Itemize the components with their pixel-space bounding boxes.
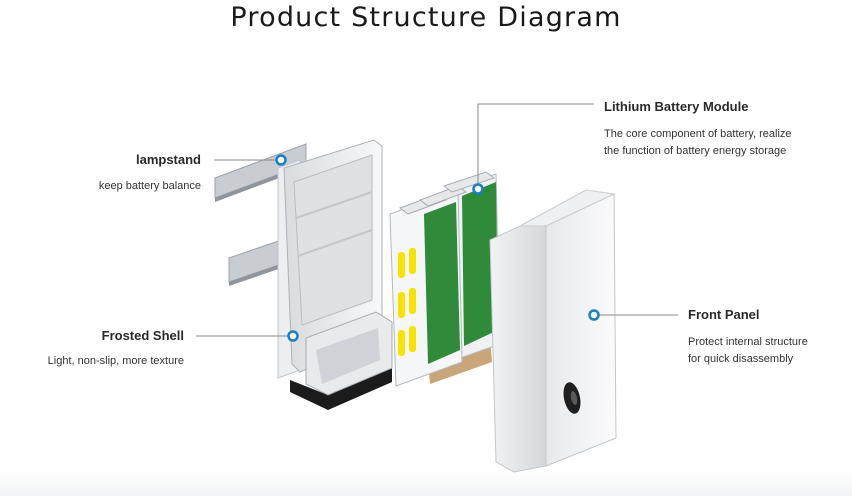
front-panel-description-line1: Protect internal structure	[688, 336, 808, 348]
lampstand-description: keep battery balance	[98, 180, 201, 192]
front-panel-label: Front Panel	[688, 307, 760, 322]
marker-frosted-shell	[287, 330, 299, 342]
battery-module-label: Lithium Battery Module	[604, 99, 749, 114]
marker-battery-module	[472, 183, 484, 195]
frosted-shell-description: Light, non-slip, more texture	[47, 355, 184, 367]
battery-module-description-line1: The core component of battery, realize	[604, 128, 792, 140]
floor-gradient	[0, 470, 852, 496]
frosted-shell-label: Frosted Shell	[101, 328, 184, 343]
lampstand-label: lampstand	[135, 152, 201, 167]
callout-markers	[275, 154, 600, 342]
battery-module-description-line2: the function of battery energy storage	[604, 145, 787, 157]
battery-module	[389, 171, 501, 387]
frosted-shell	[277, 139, 393, 410]
front-panel	[489, 189, 617, 473]
page-title: Product Structure Diagram	[230, 2, 622, 33]
leader-lines	[196, 103, 678, 337]
marker-front-panel	[588, 309, 600, 321]
yellow-cells	[398, 248, 416, 356]
marker-lampstand	[275, 154, 287, 166]
front-panel-description-line2: for quick disassembly	[688, 353, 794, 365]
